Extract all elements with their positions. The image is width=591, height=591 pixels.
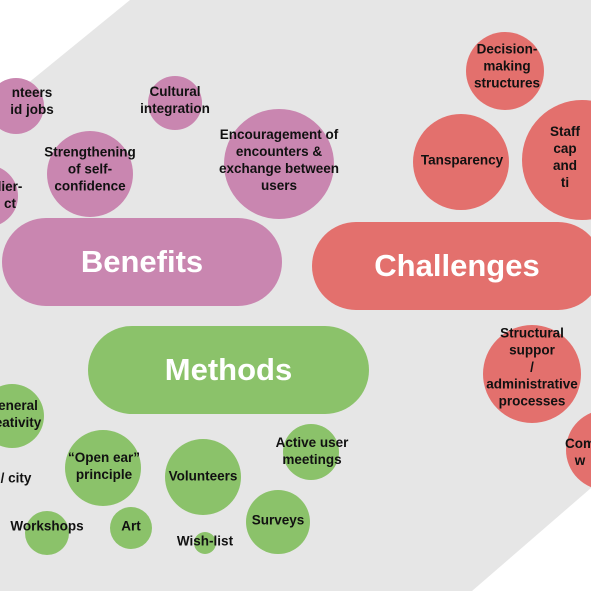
bubble-encouragement-encounters bbox=[224, 109, 334, 219]
label-city: / city bbox=[0, 470, 32, 486]
label-partial-right: Com w bbox=[565, 436, 591, 468]
bubble-strengthening-self-confidence bbox=[47, 131, 133, 217]
label-active-user-meetings: Active user meetings bbox=[275, 435, 349, 467]
benefits-pill-label: Benefits bbox=[80, 244, 204, 279]
label-open-ear: “Open ear” principle bbox=[67, 450, 141, 482]
bubble-volunteers bbox=[165, 439, 241, 515]
bubble-art bbox=[110, 507, 152, 549]
bubble-workshops bbox=[25, 511, 69, 555]
challenges-pill-label: Challenges bbox=[374, 248, 540, 283]
benefits-pill: Benefits bbox=[2, 218, 282, 306]
bubble-structural-support bbox=[483, 325, 581, 423]
label-strengthening-self-confidence: Strengthening of self- confidence bbox=[44, 144, 136, 194]
label-art: Art bbox=[121, 518, 141, 534]
label-staff-capacity: Staff cap and ti bbox=[550, 124, 580, 190]
bubble-active-user-meetings bbox=[283, 424, 339, 480]
methods-pill-label: Methods bbox=[164, 352, 293, 387]
bubble-cultural-integration bbox=[148, 76, 202, 130]
bubble-partial-left bbox=[0, 165, 18, 227]
label-decision-making: Decision- making structures bbox=[473, 41, 541, 91]
label-partial-left: lier- ct bbox=[0, 179, 23, 211]
label-encouragement-encounters: Encouragement of encounters & exchange b… bbox=[218, 127, 340, 193]
bubble-surveys bbox=[246, 490, 310, 554]
label-workshops: Workshops bbox=[10, 518, 84, 534]
methods-pill: Methods bbox=[88, 326, 369, 414]
label-transparency: Tansparency bbox=[420, 152, 504, 168]
challenges-pill: Challenges bbox=[312, 222, 591, 310]
label-surveys: Surveys bbox=[251, 512, 305, 528]
label-structural-support: Structural suppor / administrative proce… bbox=[486, 325, 578, 409]
label-volunteers: Volunteers bbox=[168, 468, 238, 484]
bubble-wish-list bbox=[194, 532, 216, 554]
bubble-open-ear bbox=[65, 430, 141, 506]
bubble-decision-making bbox=[466, 32, 544, 110]
label-cultural-integration: Cultural integration bbox=[140, 84, 210, 116]
bubble-transparency bbox=[413, 114, 509, 210]
label-general-creativity: eneral eativity bbox=[0, 398, 42, 430]
label-volunteers-paid-jobs: nteers id jobs bbox=[10, 85, 54, 117]
bubble-volunteers-paid-jobs bbox=[0, 78, 44, 134]
label-wish-list: Wish-list bbox=[176, 533, 234, 549]
